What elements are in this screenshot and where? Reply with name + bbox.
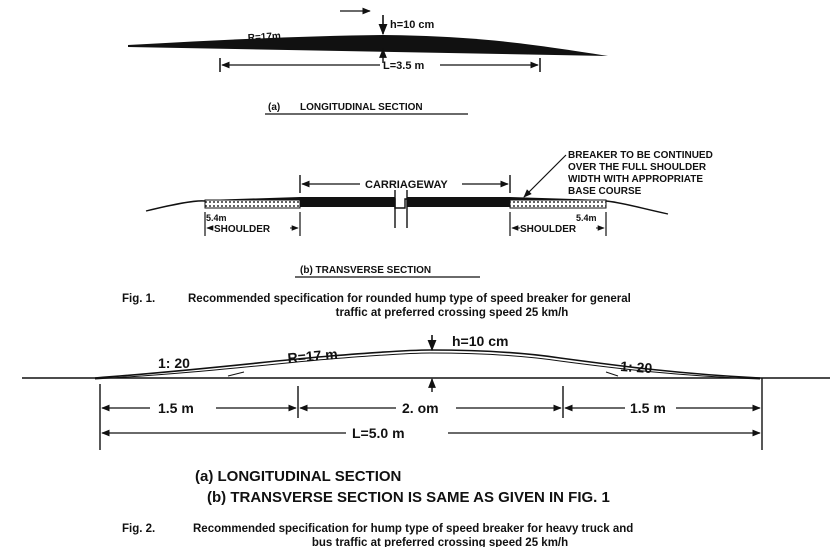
fig2-caption: Fig. 2. Recommended specification for hu…: [122, 523, 633, 547]
fig2-radius-label: R=17 m: [287, 346, 338, 366]
fig2-seg-right: 1.5 m: [630, 400, 666, 416]
fig2-seg-mid: 2. om: [402, 400, 439, 416]
fig1-caption-line2: traffic at preferred crossing speed 25 k…: [336, 307, 569, 319]
fig1-caption: Fig. 1. Recommended specification for ro…: [122, 293, 631, 319]
dim-right-label: 5.4m: [576, 213, 597, 223]
fig1a-label: (a): [268, 102, 280, 113]
fig1-caption-line1: Recommended specification for rounded hu…: [188, 293, 631, 305]
fig1-transverse-section: CARRIAGEWAY BREAKER TO BE CONTINUED OVER…: [145, 150, 713, 278]
fig1b-title: (b) TRANSVERSE SECTION: [300, 265, 431, 276]
fig2-hump-profile-inner: [94, 352, 761, 380]
note-line-3: WIDTH WITH APPROPRIATE: [568, 174, 703, 185]
shoulder-left-top: [205, 197, 300, 200]
carriageway-slab-left: [300, 197, 395, 207]
fig2-slope-right: 1: 20: [620, 358, 653, 376]
shoulder-right-top: [510, 197, 606, 200]
shoulder-left-fill: [204, 199, 301, 209]
fig2-tick-mark-right: [605, 371, 619, 377]
carriageway-slab-right: [407, 197, 510, 207]
fig2-slope-left: 1: 20: [158, 355, 190, 371]
fig2-title-a: (a) LONGITUDINAL SECTION: [195, 468, 401, 485]
fig2-longitudinal-section: h=10 cm 1: 20 1: 20 R=17 m 1.5 m 2. om 1…: [22, 333, 830, 506]
carriageway-label: CARRIAGEWAY: [365, 179, 448, 191]
fig2-seg-left: 1.5 m: [158, 400, 194, 416]
fig1-length-label: L=3.5 m: [383, 60, 424, 72]
fig2-tick-mark-left: [227, 371, 245, 377]
note-line-2: OVER THE FULL SHOULDER: [568, 162, 707, 173]
hump-profile: [128, 35, 608, 56]
note-line-4: BASE COURSE: [568, 186, 642, 197]
fig2-caption-line2: bus traffic at preferred crossing speed …: [312, 537, 568, 547]
shoulder-left-label: SHOULDER: [214, 224, 271, 235]
fig1a-title: LONGITUDINAL SECTION: [300, 102, 423, 113]
fig1-height-label: h=10 cm: [390, 19, 435, 31]
fig2-caption-label: Fig. 2.: [122, 523, 155, 535]
shoulder-right-label: SHOULDER: [520, 224, 577, 235]
note-leader-arrow: [523, 154, 567, 198]
fig1-radius-label: R=17m: [247, 31, 281, 44]
fig2-title-b: (b) TRANSVERSE SECTION IS SAME AS GIVEN …: [207, 489, 610, 506]
fig2-hump-profile: [94, 349, 761, 379]
fig1-caption-label: Fig. 1.: [122, 293, 155, 305]
shoulder-right-fill: [509, 199, 607, 209]
fig2-height-label: h=10 cm: [452, 333, 508, 349]
dim-left-label: 5.4m: [206, 213, 227, 223]
note-line-1: BREAKER TO BE CONTINUED: [568, 150, 713, 161]
fig2-total: L=5.0 m: [352, 425, 405, 441]
fig2-caption-line1: Recommended specification for hump type …: [193, 523, 633, 535]
fig1-longitudinal-section: h=10 cm R=17m L=3.5 m (a) LONGITUDINAL S…: [128, 7, 608, 115]
ground-profile: [145, 198, 669, 215]
